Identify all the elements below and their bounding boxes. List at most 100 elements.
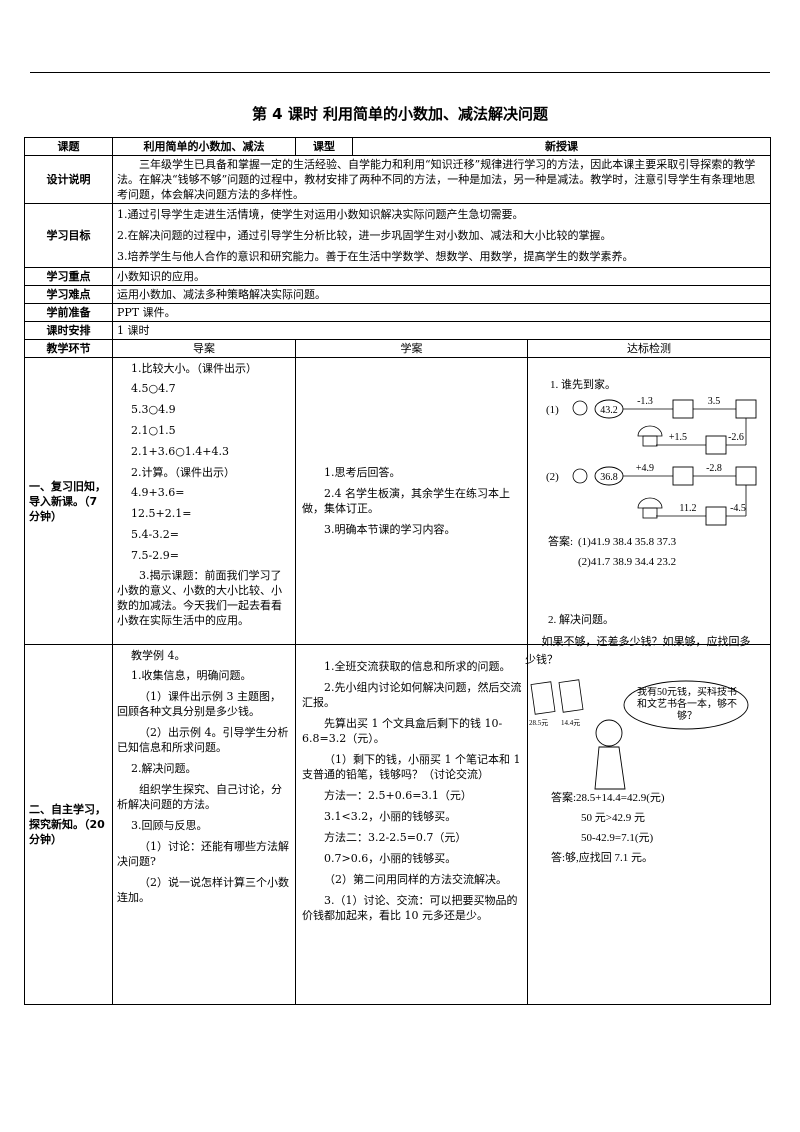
page-title: 第 4 课时 利用简单的小数加、减法解决问题	[251, 105, 549, 123]
check-header: 达标检测	[527, 339, 771, 358]
goal-item: 3.培养学生与他人合作的意识和研究能力。善于在生活中学数学、想数学、用数学，提高…	[117, 250, 634, 263]
guide-line: 2.解决问题。	[131, 762, 197, 775]
type-value: 新授课	[352, 137, 771, 156]
subject-row: 课题 利用简单的小数加、减法 课型 新授课	[24, 137, 771, 156]
child-icon	[572, 400, 588, 416]
answers-row1: (1)41.9 38.4 35.8 37.3	[578, 536, 677, 548]
study-line: 方法二：3.2-2.5=0.7（元）	[324, 831, 467, 844]
price-2: 14.4元	[561, 719, 580, 727]
subject-value: 利用简单的小数加、减法	[112, 137, 296, 156]
guide-line: 1.收集信息，明确问题。	[131, 669, 252, 682]
row1-op4: -2.6	[728, 432, 744, 443]
study-line: 3.1<3.2，小丽的钱够买。	[324, 810, 457, 823]
study-line: 1.全班交流获取的信息和所求的问题。	[324, 660, 511, 673]
guide-line: 5.4-3.2=	[131, 528, 179, 541]
study-line: 0.7>0.6，小丽的钱够买。	[324, 852, 457, 865]
row2-op2: -2.8	[706, 463, 722, 474]
exercise2-heading-text: 2. 解决问题。	[548, 614, 614, 626]
guide-line: 4.5○4.7	[131, 382, 176, 395]
guide-line: 2.计算。（课件出示）	[131, 466, 235, 479]
row2-op1: +4.9	[636, 463, 654, 474]
row1-op2: 3.5	[708, 396, 721, 407]
row1-tag: (1)	[546, 404, 559, 416]
study-line: 方法一：2.5+0.6=3.1（元）	[324, 789, 472, 802]
guide-line: （2）说一说怎样计算三个小数连加。	[117, 876, 289, 904]
guide-line: （1）讨论：还能有哪些方法解决问题?	[117, 840, 289, 868]
stage1-name: 一、复习旧知，导入新课。（7 分钟）	[24, 357, 113, 645]
difficulty-row: 学习难点 运用小数加、减法多种策略解决实际问题。	[24, 285, 771, 304]
row1-op1: -1.3	[637, 396, 653, 407]
study-line: 3.（1）讨论、交流：可以把要买物品的价钱都加起来，看比 10 元多还是少。	[302, 894, 518, 922]
answer-box	[705, 506, 727, 526]
exercise2-answer-3: 50-42.9=7.1(元)	[581, 832, 654, 844]
study-line: 先算出买 1 个文具盒后剩下的钱 10-6.8=3.2（元）。	[302, 717, 503, 745]
focus-text: 小数知识的应用。	[112, 267, 771, 286]
goal-item: 2.在解决问题的过程中，通过引导学生分析比较，进一步巩固学生对小数加、减法和大小…	[117, 229, 612, 242]
price-1: 28.5元	[529, 719, 548, 727]
guide-header: 导案	[112, 339, 296, 358]
study-header: 学案	[295, 339, 528, 358]
guide-line: 5.3○4.9	[131, 403, 176, 416]
schedule-text: 1 课时	[112, 321, 771, 340]
guide-line: 组织学生探究、自己讨论，分析解决问题的方法。	[117, 783, 282, 811]
answer-box	[735, 399, 757, 419]
house-icon	[642, 435, 658, 447]
guide-line: 2.1○1.5	[131, 424, 176, 437]
exercise2-question: 如果不够，还差多少钱？如果够，应找回多少钱？	[525, 636, 751, 666]
guide-line: （2）出示例 4。引导学生分析已知信息和所求问题。	[117, 726, 289, 754]
study-line: 2.先小组内讨论如何解决问题，然后交流汇报。	[302, 681, 522, 709]
guide-line: 4.9+3.6=	[131, 486, 185, 499]
study-line: 3.明确本节课的学习内容。	[324, 523, 456, 536]
exercise2-panel: 2. 解决问题。 如果不够，还差多少钱？如果够，应找回多少钱？ 28.5元 14…	[521, 611, 767, 881]
stage1-row: 一、复习旧知，导入新课。（7 分钟） 1.比较大小。（课件出示） 4.5○4.7…	[24, 357, 771, 645]
book-icon	[530, 681, 556, 715]
house-icon	[637, 425, 663, 437]
answer-box	[705, 435, 727, 455]
house-icon	[642, 507, 658, 519]
guide-line: （1）课件出示例 3 主题图，回顾各种文具分别是多少钱。	[117, 690, 281, 718]
guide-line: 12.5+2.1=	[131, 507, 192, 520]
book-icon	[558, 679, 584, 713]
stage2-name: 二、自主学习，探究新知。（20 分钟）	[24, 644, 113, 1005]
schedule-label: 课时安排	[24, 321, 113, 340]
difficulty-text: 运用小数加、减法多种策略解决实际问题。	[112, 285, 771, 304]
exercise2-cell	[527, 644, 771, 1005]
prep-row: 学前准备 PPT 课件。	[24, 303, 771, 322]
row2-start: 36.8	[600, 472, 618, 483]
goal-item: 1.通过引导学生走进生活情境，使学生对运用小数知识解决实际问题产生急切需要。	[117, 208, 524, 221]
guide-line: 2.1+3.6○1.4+4.3	[131, 445, 230, 458]
guide-line: 3.揭示课题：前面我们学习了小数的意义、小数的大小比较、小数的加减法。今天我们一…	[117, 569, 282, 627]
prep-label: 学前准备	[24, 303, 113, 322]
child-icon	[572, 468, 588, 484]
child-icon	[595, 719, 623, 747]
difficulty-label: 学习难点	[24, 285, 113, 304]
row1-start: 43.2	[600, 405, 618, 416]
speech-bubble	[623, 680, 749, 730]
stage2-row: 二、自主学习，探究新知。（20 分钟） 教学例 4。 1.收集信息，明确问题。 …	[24, 644, 771, 1005]
guide-line: 教学例 4。	[131, 649, 186, 662]
study-line: （1）剩下的钱，小丽买 1 个笔记本和 1 支普通的铅笔，钱够吗？（讨论交流）	[302, 753, 521, 781]
schedule-row: 课时安排 1 课时	[24, 321, 771, 340]
design-label: 设计说明	[24, 155, 113, 204]
child-icon	[594, 746, 626, 790]
design-text: 三年级学生已具备和掌握一定的生活经验、自学能力和利用“知识迁移”规律进行学习的方…	[112, 155, 771, 204]
house-icon	[637, 497, 663, 509]
speech-text: 我有50元钱，买科技书和文艺书各一本，够不够？	[637, 687, 737, 722]
goals-row: 学习目标 1.通过引导学生走进生活情境，使学生对运用小数知识解决实际问题产生急切…	[24, 203, 771, 268]
row2-tag: (2)	[546, 471, 559, 483]
prep-text: PPT 课件。	[112, 303, 771, 322]
answer-box	[672, 466, 694, 486]
lesson-plan-table: 课题 利用简单的小数加、减法 课型 新授课 设计说明 三年级学生已具备和掌握一定…	[24, 137, 771, 1005]
focus-label: 学习重点	[24, 267, 113, 286]
guide-line: 3.回顾与反思。	[131, 819, 208, 832]
guide-line: 1.比较大小。（课件出示）	[131, 362, 257, 375]
exercise2-answer-2: 50 元>42.9 元	[581, 812, 645, 824]
focus-row: 学习重点 小数知识的应用。	[24, 267, 771, 286]
design-row: 设计说明 三年级学生已具备和掌握一定的生活经验、自学能力和利用“知识迁移”规律进…	[24, 155, 771, 204]
row2-op4: -4.5	[730, 503, 746, 514]
row1-op3: +1.5	[669, 432, 687, 443]
exercise2-illustration: 28.5元 14.4元 我有50元钱，买科技书和文艺书各一本，够不够？	[529, 679, 749, 790]
exercise2-answer-4: 答:够,应找回 7.1 元。	[551, 852, 654, 864]
answers-row2: (2)41.7 38.9 34.4 23.2	[578, 556, 676, 568]
row2-op3: 11.2	[679, 503, 696, 514]
